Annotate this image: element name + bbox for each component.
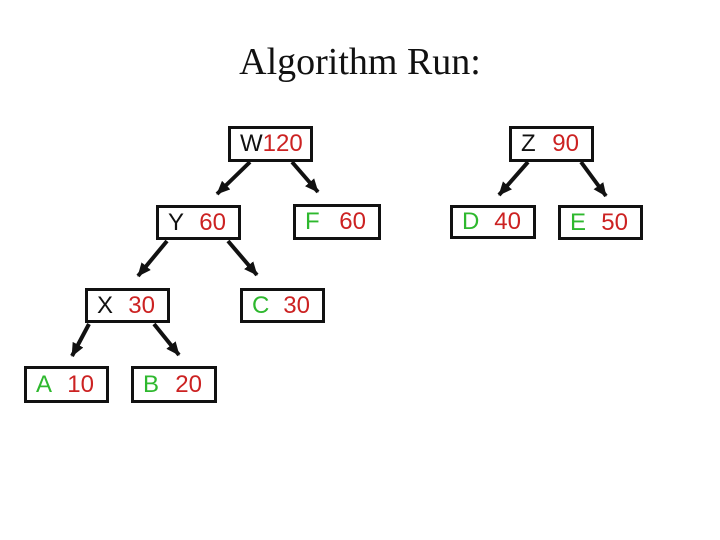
tree-edge-Y-C — [226, 239, 259, 277]
node-label-X: X — [97, 291, 114, 319]
tree-edge-Y-X — [136, 239, 169, 278]
node-value-F: 60 — [339, 208, 366, 235]
tree-node-Y: Y 60 — [156, 205, 241, 240]
tree-node-B: B 20 — [131, 366, 217, 403]
tree-node-Z: Z 90 — [509, 126, 594, 162]
tree-node-C: C 30 — [240, 288, 325, 323]
node-value-X: 30 — [128, 291, 155, 319]
node-label-Z: Z — [521, 130, 536, 157]
node-label-W: W — [240, 130, 263, 157]
tree-edge-Z-E — [579, 160, 608, 198]
node-value-Z: 90 — [552, 130, 579, 157]
node-label-E: E — [570, 208, 587, 236]
node-value-C: 30 — [283, 291, 310, 319]
node-label-C: C — [252, 291, 270, 319]
tree-edge-W-F — [290, 160, 320, 194]
node-value-W: 120 — [262, 130, 303, 157]
tree-node-F: F 60 — [293, 204, 381, 240]
tree-node-D: D 40 — [450, 205, 536, 239]
tree-node-A: A 10 — [24, 366, 109, 403]
tree-edge-Z-D — [497, 160, 530, 197]
node-label-B: B — [143, 370, 160, 398]
tree-edge-X-B — [152, 322, 181, 357]
node-value-Y: 60 — [199, 208, 226, 236]
node-label-D: D — [462, 208, 480, 235]
tree-edge-X-A — [70, 323, 91, 357]
node-value-E: 50 — [601, 208, 628, 236]
node-label-F: F — [305, 208, 320, 235]
node-label-Y: Y — [168, 208, 185, 236]
tree-edge-W-Y — [215, 160, 252, 196]
tree-node-E: E 50 — [558, 205, 643, 240]
tree-node-X: X 30 — [85, 288, 170, 323]
node-label-A: A — [36, 370, 53, 398]
slide-title: Algorithm Run: — [239, 41, 481, 83]
node-value-D: 40 — [494, 208, 521, 235]
node-value-A: 10 — [67, 370, 94, 398]
node-value-B: 20 — [175, 370, 202, 398]
